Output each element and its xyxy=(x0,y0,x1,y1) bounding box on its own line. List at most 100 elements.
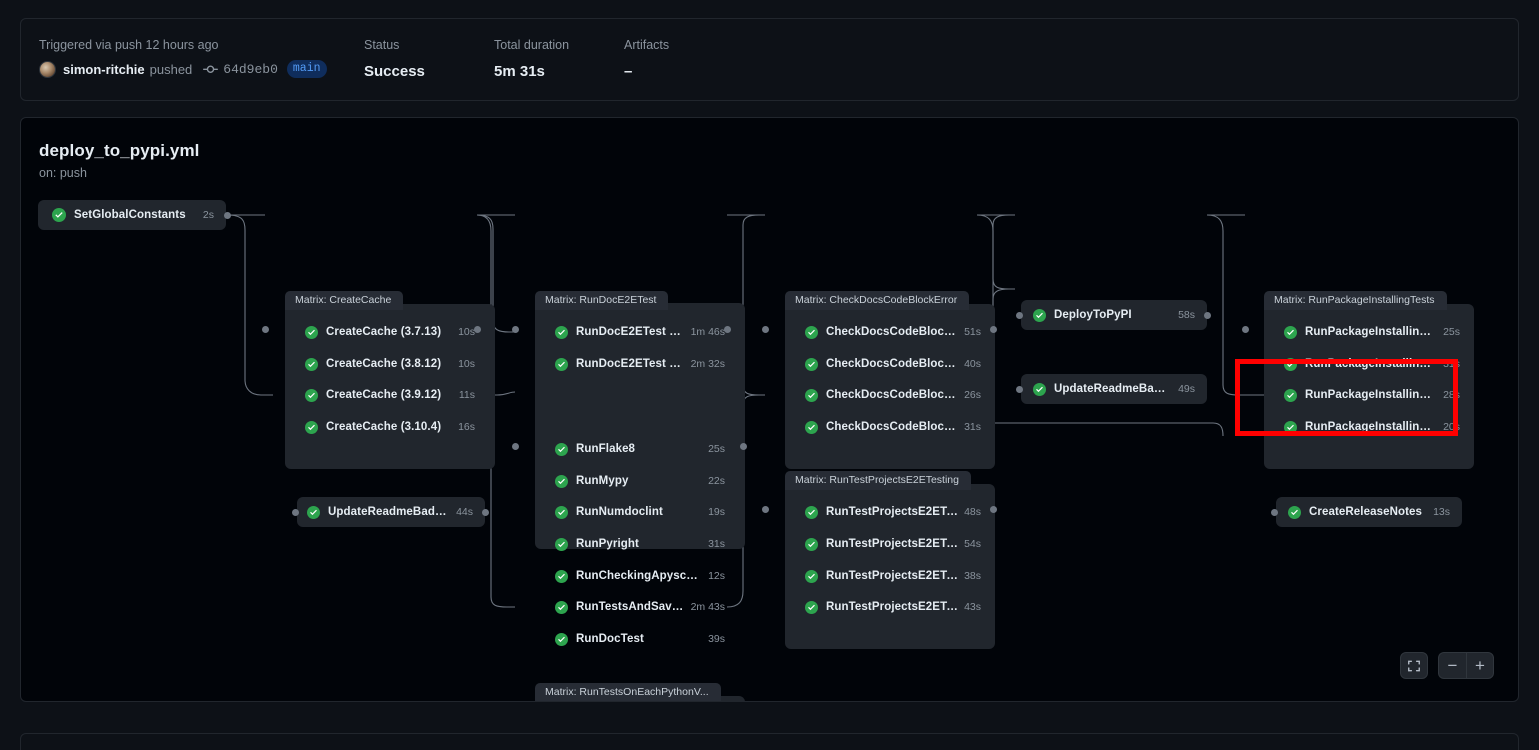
job-node-rundoctest[interactable]: RunDocTest 39s xyxy=(547,624,737,654)
artifacts-value: – xyxy=(624,63,633,80)
matrix-group-title: Matrix: RunTestsOnEachPythonV... xyxy=(535,683,721,701)
job-node-createcache-3713[interactable]: CreateCache (3.7.13) 10s xyxy=(297,317,487,347)
job-node-runnumdoclint[interactable]: RunNumdoclint 19s xyxy=(547,497,737,527)
matrix-group-body xyxy=(535,303,745,549)
job-label: UpdateReadmeBadgesToCh... xyxy=(328,506,450,518)
job-label: SetGlobalConstants xyxy=(74,209,186,221)
job-node-runtestprojects-4[interactable]: RunTestProjectsE2ETesting (... 43s xyxy=(797,592,993,622)
job-duration: 25s xyxy=(1443,326,1460,338)
success-check-icon xyxy=(555,537,568,551)
edge-handle xyxy=(724,326,731,333)
job-duration: 38s xyxy=(964,570,981,582)
job-label: RunTestsAndSaveCovera... xyxy=(576,601,685,613)
job-duration: 43s xyxy=(964,601,981,613)
job-duration: 58s xyxy=(1178,309,1195,321)
job-label: RunDocTest xyxy=(576,633,644,645)
edge-handle xyxy=(474,326,481,333)
job-duration: 25s xyxy=(708,443,725,455)
job-duration: 19s xyxy=(708,506,725,518)
job-node-runmypy[interactable]: RunMypy 22s xyxy=(547,466,737,496)
job-node-checkdocs-2[interactable]: CheckDocsCodeBlockError (... 40s xyxy=(797,349,993,379)
zoom-in-button[interactable]: + xyxy=(1466,652,1494,679)
edge-handle xyxy=(740,443,747,450)
job-node-runtestprojects-1[interactable]: RunTestProjectsE2ETesting (... 48s xyxy=(797,497,993,527)
zoom-button-group[interactable]: − + xyxy=(1438,652,1494,679)
success-check-icon xyxy=(555,325,568,339)
fit-to-screen-button[interactable] xyxy=(1400,652,1428,679)
job-label: UpdateReadmeBadgesToPa... xyxy=(1054,383,1172,395)
job-node-checkdocs-1[interactable]: CheckDocsCodeBlockError (... 51s xyxy=(797,317,993,347)
job-label: CreateCache (3.7.13) xyxy=(326,326,442,338)
job-node-createcache-3812[interactable]: CreateCache (3.8.12) 10s xyxy=(297,349,487,379)
matrix-group-title: Matrix: RunPackageInstallingTests xyxy=(1264,291,1447,310)
job-node-runpackageinstalling-3[interactable]: RunPackageInstallingTests (... 28s xyxy=(1276,380,1472,410)
zoom-out-button[interactable]: − xyxy=(1438,652,1466,679)
job-node-runpackageinstalling-2[interactable]: RunPackageInstallingTests (... 31s xyxy=(1276,349,1472,379)
actor-username[interactable]: simon-ritchie xyxy=(63,61,145,77)
success-check-icon xyxy=(1284,325,1297,339)
commit-sha[interactable]: 64d9eb0 xyxy=(223,61,278,77)
job-node-runflake8[interactable]: RunFlake8 25s xyxy=(547,434,737,464)
job-duration: 20s xyxy=(1443,421,1460,433)
job-node-rundoce2etest-en[interactable]: RunDocE2ETest (en) 1m 46s xyxy=(547,317,737,347)
job-node-setglobalconstants[interactable]: SetGlobalConstants 2s xyxy=(38,200,226,230)
workflow-graph-panel[interactable]: deploy_to_pypi.yml on: push xyxy=(20,117,1519,702)
job-node-runcheckingapysctoplevel[interactable]: RunCheckingApyscTopLevel... 12s xyxy=(547,561,737,591)
job-node-runpyright[interactable]: RunPyright 31s xyxy=(547,529,737,559)
job-node-checkdocs-3[interactable]: CheckDocsCodeBlockError (... 26s xyxy=(797,380,993,410)
job-node-createcache-3912[interactable]: CreateCache (3.9.12) 11s xyxy=(297,380,487,410)
job-node-runpackageinstalling-4[interactable]: RunPackageInstallingTests (... 20s xyxy=(1276,412,1472,442)
success-check-icon xyxy=(1284,420,1297,434)
edge-handle xyxy=(1271,509,1278,516)
job-duration: 1m 46s xyxy=(690,326,725,338)
job-node-updatereadmebadgestopa[interactable]: UpdateReadmeBadgesToPa... 49s xyxy=(1021,374,1207,404)
edge-handle xyxy=(1016,312,1023,319)
matrix-group-title: Matrix: RunTestProjectsE2ETesting xyxy=(785,471,971,490)
job-node-rundoce2etest-jp[interactable]: RunDocE2ETest (jp) 2m 32s xyxy=(547,349,737,379)
job-duration: 13s xyxy=(1433,506,1450,518)
job-label: RunDocE2ETest (jp) xyxy=(576,358,685,370)
job-label: CreateCache (3.10.4) xyxy=(326,421,442,433)
matrix-group-title: Matrix: CreateCache xyxy=(285,291,404,310)
run-summary-panel: Triggered via push 12 hours ago simon-ri… xyxy=(20,18,1519,101)
success-check-icon xyxy=(805,388,818,402)
success-check-icon xyxy=(555,600,568,614)
job-node-updatereadmebadgestoch[interactable]: UpdateReadmeBadgesToCh... 44s xyxy=(297,497,485,527)
job-node-runtestprojects-3[interactable]: RunTestProjectsE2ETesting (... 38s xyxy=(797,561,993,591)
job-duration: 31s xyxy=(964,421,981,433)
success-check-icon xyxy=(555,474,568,488)
artifacts-column: Artifacts – xyxy=(624,37,669,82)
edge-handle xyxy=(512,326,519,333)
job-node-createcache-3104[interactable]: CreateCache (3.10.4) 16s xyxy=(297,412,487,442)
edge-handle xyxy=(762,506,769,513)
job-label: CheckDocsCodeBlockError (... xyxy=(826,421,959,433)
success-check-icon xyxy=(555,569,568,583)
job-node-deploytopypi[interactable]: DeployToPyPI 58s xyxy=(1021,300,1207,330)
success-check-icon xyxy=(305,388,318,402)
job-duration: 48s xyxy=(964,506,981,518)
job-node-checkdocs-4[interactable]: CheckDocsCodeBlockError (... 31s xyxy=(797,412,993,442)
job-node-runtestsandsavecoverage[interactable]: RunTestsAndSaveCovera... 2m 43s xyxy=(547,592,737,622)
bottom-panel xyxy=(20,733,1519,750)
job-duration: 40s xyxy=(964,358,981,370)
job-node-createreleasenotes[interactable]: CreateReleaseNotes 13s xyxy=(1276,497,1462,527)
graph-zoom-controls[interactable]: − + xyxy=(1400,652,1494,679)
success-check-icon xyxy=(805,505,818,519)
success-check-icon xyxy=(805,537,818,551)
branch-badge[interactable]: main xyxy=(286,60,327,78)
status-label: Status xyxy=(364,38,400,52)
job-node-runpackageinstalling-1[interactable]: RunPackageInstallingTests (... 25s xyxy=(1276,317,1472,347)
edge-handle xyxy=(990,326,997,333)
success-check-icon xyxy=(805,420,818,434)
edge-handle xyxy=(262,326,269,333)
success-check-icon xyxy=(305,420,318,434)
job-duration: 28s xyxy=(1443,389,1460,401)
job-label: RunNumdoclint xyxy=(576,506,663,518)
job-duration: 54s xyxy=(964,538,981,550)
actor-action: pushed xyxy=(149,61,193,77)
job-label: RunMypy xyxy=(576,475,629,487)
job-duration: 2s xyxy=(202,209,214,221)
job-node-runtestprojects-2[interactable]: RunTestProjectsE2ETesting (... 54s xyxy=(797,529,993,559)
job-label: RunPackageInstallingTests (... xyxy=(1305,326,1437,338)
job-duration: 11s xyxy=(458,389,475,401)
